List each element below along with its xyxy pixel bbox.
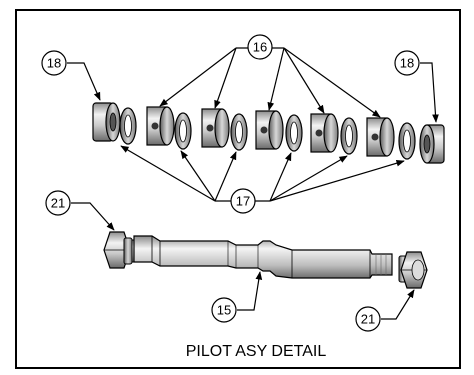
callout-18-left-circle: [41, 50, 67, 76]
washer-part-right: [419, 124, 445, 164]
spacer-part-5: [366, 117, 395, 157]
callout-15-label: 15: [217, 303, 231, 318]
spacer-part-1: [146, 106, 175, 146]
frame-border: [15, 9, 461, 369]
bushing-ring-4: [285, 114, 303, 152]
spacer-part-3: [255, 110, 284, 150]
callout-21-left-label: 21: [51, 196, 65, 211]
callout-15-leader: [237, 271, 263, 311]
callout-17-circle: [230, 188, 256, 214]
callout-18-left-leader: [67, 62, 101, 101]
callout-21-left-leader: [71, 202, 115, 231]
callout-18-right-circle: [394, 50, 420, 76]
bushing-ring-6: [398, 122, 416, 160]
callout-15-circle: [211, 297, 237, 323]
bushing-ring-5: [340, 117, 358, 155]
callout-21-right-label: 21: [361, 312, 375, 327]
spacer-part-2: [201, 108, 230, 148]
bushing-ring-2: [174, 112, 192, 150]
nut-part-right: [398, 251, 428, 289]
callout-21-right-circle: [355, 306, 381, 332]
bushing-ring-3: [230, 113, 248, 151]
diagram-caption: PILOT ASY DETAIL: [186, 343, 327, 360]
nut-part-left: [103, 231, 133, 269]
callout-16-circle: [247, 34, 273, 60]
callout-17-label: 17: [236, 194, 250, 209]
callout-18-right-leader: [420, 62, 439, 123]
callout-18-left-label: 18: [47, 56, 61, 71]
bushing-ring-1: [119, 107, 137, 145]
callout-21-right-leader: [381, 289, 415, 320]
callout-21-left-circle: [45, 190, 71, 216]
callout-18-right-label: 18: [400, 56, 414, 71]
washer-part-left: [92, 102, 121, 142]
callout-16-label: 16: [253, 40, 267, 55]
spacer-part-4: [310, 113, 339, 153]
